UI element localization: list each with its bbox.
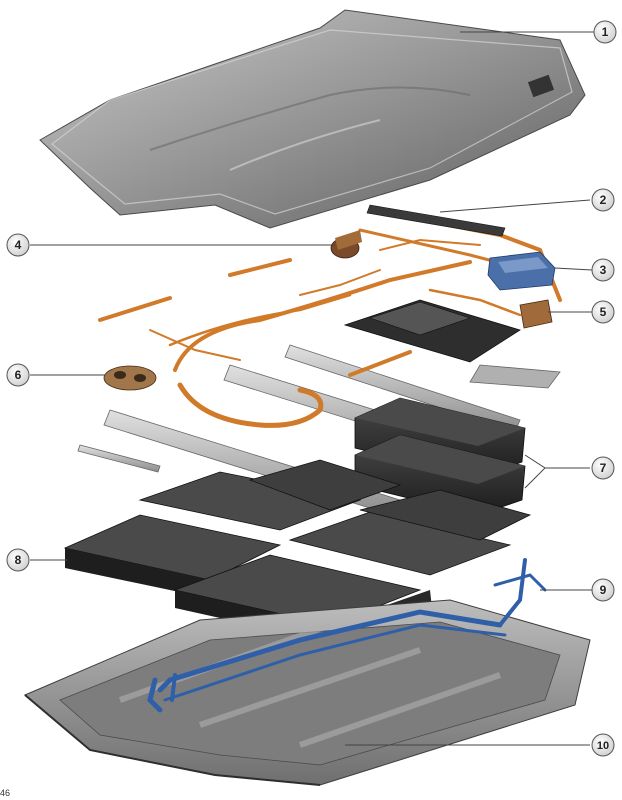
svg-text:10: 10 [597, 740, 609, 752]
svg-text:7: 7 [600, 461, 607, 475]
svg-text:9: 9 [600, 583, 607, 597]
svg-text:8: 8 [15, 553, 22, 567]
wiring-harness [98, 208, 562, 428]
svg-text:6: 6 [15, 368, 22, 382]
connector-cluster-left [330, 230, 362, 259]
cooling-pipes [147, 558, 547, 713]
callout-2: 2 [591, 188, 615, 212]
callout-1: 1 [593, 20, 617, 44]
callout-10: 10 [591, 733, 615, 757]
callout-3: 3 [591, 258, 615, 282]
svg-text:4: 4 [15, 238, 22, 252]
battery-tray [24, 599, 591, 786]
stacked-modules [354, 397, 526, 516]
callout-4: 4 [6, 233, 30, 257]
svg-text:5: 5 [600, 305, 607, 319]
svg-text:3: 3 [600, 263, 607, 277]
contactor-block [519, 299, 553, 329]
callout-7: 7 [591, 456, 615, 480]
svg-text:2: 2 [600, 193, 607, 207]
figure-number: 46 [0, 788, 11, 798]
front-connector [103, 365, 157, 391]
harness-connector-bar [366, 204, 506, 237]
battery-lid [39, 9, 586, 229]
callout-5: 5 [591, 300, 615, 324]
svg-text:1: 1 [602, 25, 609, 39]
electronics-frame [343, 299, 521, 363]
callout-8: 8 [6, 548, 30, 572]
junction-box [487, 251, 556, 291]
callout-9: 9 [591, 578, 615, 602]
callout-6: 6 [6, 363, 30, 387]
leader-lines [30, 31, 595, 746]
